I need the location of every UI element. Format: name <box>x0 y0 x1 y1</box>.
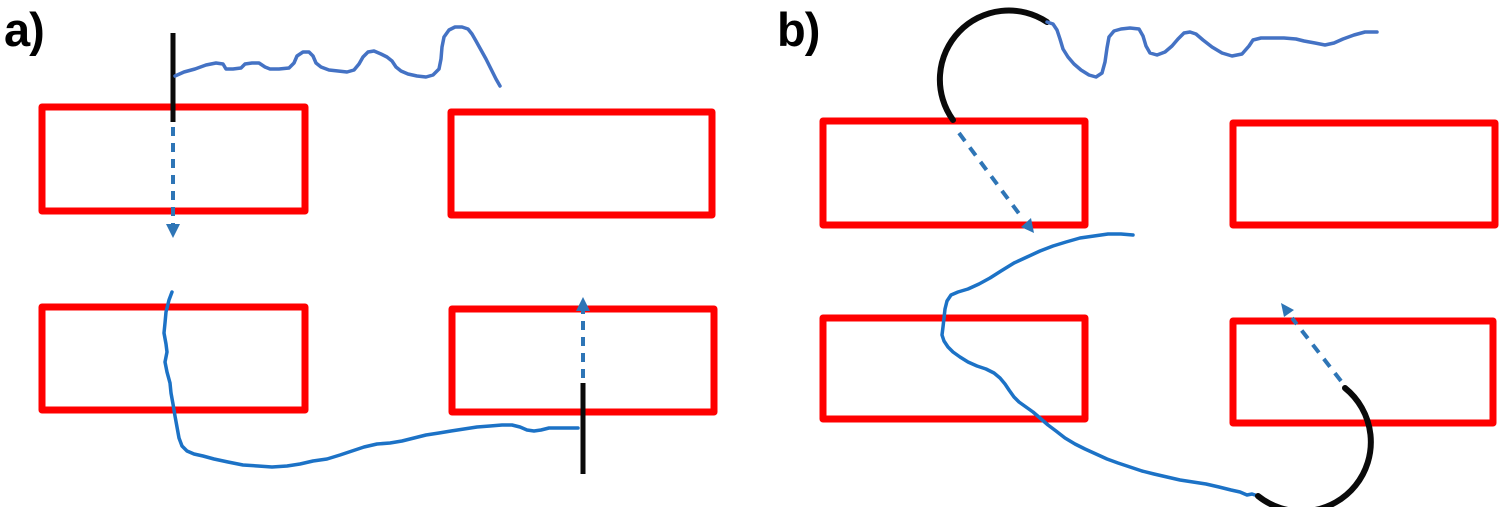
panel-b <box>819 7 1499 507</box>
translocation-arrow-diag-down-line <box>957 131 1025 221</box>
polymer-coil-top <box>1045 20 1379 79</box>
obstacle-rect-top-right <box>447 108 716 219</box>
translocation-arrow-diag-down-head <box>1021 218 1034 233</box>
polymer-chain-bottom <box>162 290 580 469</box>
translocation-arrow-diag-up-head <box>1281 303 1294 317</box>
obstacle-rect-bottom-right <box>1229 317 1497 427</box>
obstacle-rect-top-right <box>1229 119 1499 229</box>
panel-a-label: a) <box>4 3 45 56</box>
polymer-coil-top <box>173 25 502 88</box>
obstacle-rect-bottom-left <box>819 314 1089 423</box>
translocation-arrow-diag-up-line <box>1290 316 1343 383</box>
curved-stiff-segment-bottom <box>1255 385 1374 507</box>
translocation-arrow-down-head <box>166 224 180 238</box>
panel-a <box>38 25 718 474</box>
panel-b-label: b) <box>777 3 820 56</box>
obstacle-rect-bottom-left <box>38 303 309 414</box>
curved-stiff-segment-top <box>936 7 1050 123</box>
obstacle-rect-top-left <box>819 117 1089 229</box>
translocation-arrow-up-head <box>576 297 590 311</box>
polymer-chain-middle <box>940 232 1260 498</box>
